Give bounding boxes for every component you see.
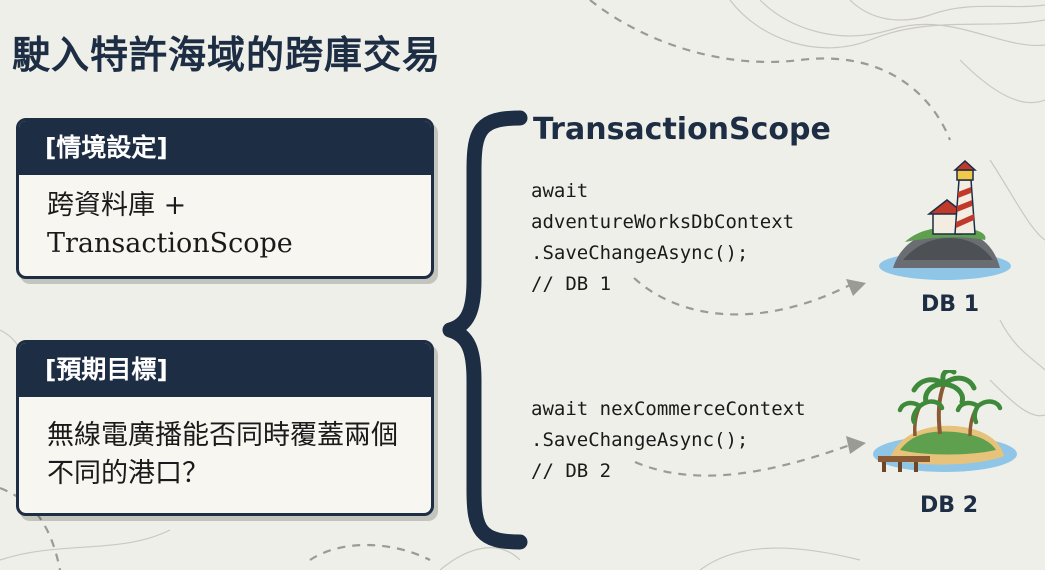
goal-header: [預期目標] <box>19 343 431 397</box>
code-line: // DB 2 <box>531 460 612 482</box>
transaction-scope-title: TransactionScope <box>533 112 831 147</box>
page-title: 駛入特許海域的跨庫交易 <box>12 33 442 77</box>
scenario-body: 跨資料庫 + TransactionScope <box>19 175 431 275</box>
palm-island-icon <box>873 370 1017 472</box>
code-line: .SaveChangeAsync(); <box>531 242 749 264</box>
code-line: await nexCommerceContext <box>531 398 806 420</box>
scenario-text: 跨資料庫 + TransactionScope <box>47 190 293 259</box>
code-line: // DB 1 <box>531 273 612 295</box>
goal-text-line1: 無線電廣播能否同時覆蓋兩個 <box>47 419 398 451</box>
db2-label: DB 2 <box>920 493 978 518</box>
scenario-card: [情境設定] 跨資料庫 + TransactionScope <box>16 118 434 279</box>
code-line: adventureWorksDbContext <box>531 211 795 233</box>
scenario-header: [情境設定] <box>19 121 431 175</box>
lighthouse-island-icon <box>879 160 1011 280</box>
code-line: .SaveChangeAsync(); <box>531 429 749 451</box>
db1-label: DB 1 <box>921 292 979 317</box>
code-block-db2: await nexCommerceContext .SaveChangeAsync… <box>531 394 806 487</box>
goal-text-line2: 不同的港口？ <box>47 457 209 489</box>
goal-body: 無線電廣播能否同時覆蓋兩個 不同的港口？ <box>19 397 431 512</box>
code-block-db1: await adventureWorksDbContext .SaveChangeA… <box>531 176 794 300</box>
goal-card: [預期目標] 無線電廣播能否同時覆蓋兩個 不同的港口？ <box>16 340 434 516</box>
code-line: await <box>531 180 589 202</box>
curly-brace-icon <box>442 110 528 550</box>
